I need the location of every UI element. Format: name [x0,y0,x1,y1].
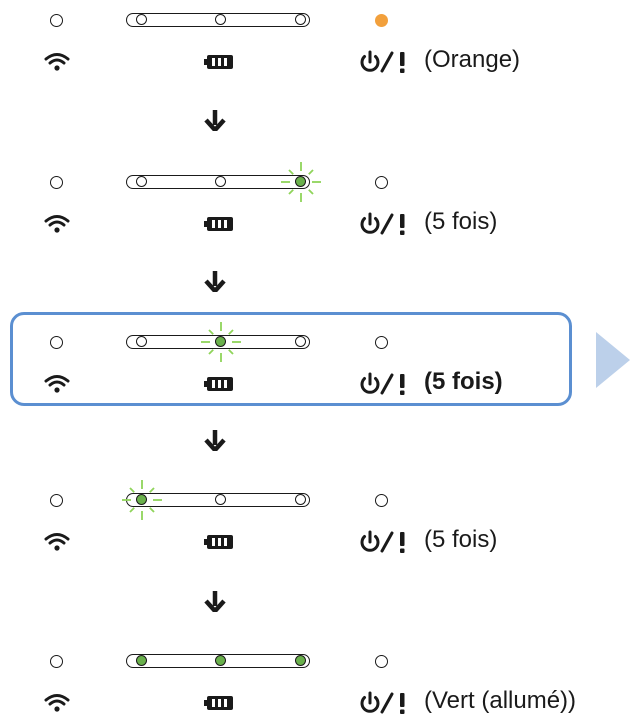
battery-icon [204,533,234,556]
battery-led [136,336,147,347]
status-label: (5 fois) [424,208,498,235]
battery-led [215,14,226,25]
wifi-icon [44,532,70,557]
battery-led [295,336,306,347]
wifi-icon [44,693,70,718]
power-led [375,14,388,27]
battery-icon [204,694,234,717]
battery-led [295,655,306,666]
power-warning-icon [358,691,414,720]
battery-led [295,176,306,187]
highlight-box [10,312,572,406]
power-warning-icon [358,372,414,401]
battery-led [295,14,306,25]
power-led [375,494,388,507]
battery-led [215,336,226,347]
wifi-icon [44,374,70,399]
battery-icon [204,53,234,76]
next-triangle-icon [594,330,634,395]
status-label: (5 fois) [424,368,503,395]
battery-icon [204,375,234,398]
battery-led [215,655,226,666]
battery-led [215,494,226,505]
blink-burst [199,320,243,369]
power-led [375,655,388,668]
arrow-down-icon [203,429,227,456]
battery-icon [204,215,234,238]
battery-led [136,494,147,505]
wifi-led [50,655,63,668]
wifi-led [50,176,63,189]
blink-burst [120,478,164,527]
wifi-led [50,336,63,349]
battery-led [295,494,306,505]
power-warning-icon [358,530,414,559]
wifi-led [50,494,63,507]
arrow-down-icon [203,270,227,297]
arrow-down-icon [203,109,227,136]
wifi-icon [44,52,70,77]
power-warning-icon [358,50,414,79]
status-label: (Vert (allumé)) [424,687,577,714]
wifi-led [50,14,63,27]
battery-led [215,176,226,187]
arrow-down-icon [203,590,227,617]
status-label: (5 fois) [424,526,498,553]
wifi-icon [44,214,70,239]
power-led [375,336,388,349]
battery-led [136,176,147,187]
battery-led [136,655,147,666]
power-warning-icon [358,212,414,241]
battery-led [136,14,147,25]
blink-burst [279,160,323,209]
power-led [375,176,388,189]
status-label: (Orange) [424,46,521,73]
